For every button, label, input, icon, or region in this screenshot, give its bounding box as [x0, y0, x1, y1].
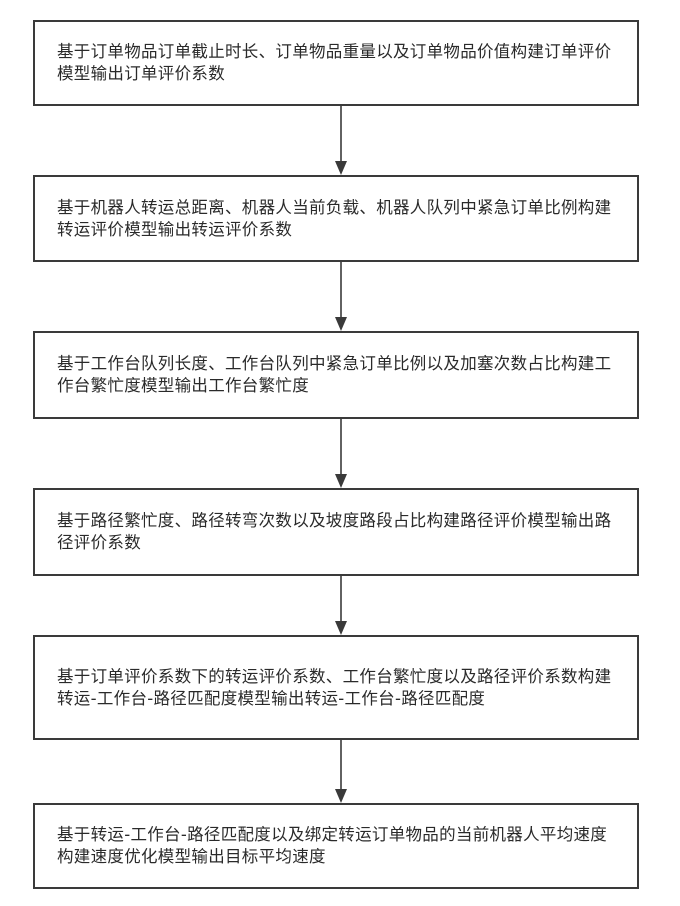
step-4-text: 基于路径繁忙度、路径转弯次数以及坡度路段占比构建路径评价模型输出路径评价系数 — [57, 510, 615, 554]
step-3-box: 基于工作台队列长度、工作台队列中紧急订单比例以及加塞次数占比构建工作台繁忙度模型… — [33, 331, 639, 419]
step-6-box: 基于转运-工作台-路径匹配度以及绑定转运订单物品的当前机器人平均速度构建速度优化… — [33, 803, 639, 889]
step-1-box: 基于订单物品订单截止时长、订单物品重量以及订单物品价值构建订单评价模型输出订单评… — [33, 20, 639, 106]
arrow-1-2-head — [335, 161, 347, 175]
arrow-3-4-head — [335, 474, 347, 488]
step-6-text: 基于转运-工作台-路径匹配度以及绑定转运订单物品的当前机器人平均速度构建速度优化… — [57, 824, 615, 868]
arrow-5-6-head — [335, 789, 347, 803]
arrow-4-5-head — [335, 621, 347, 635]
step-2-box: 基于机器人转运总距离、机器人当前负载、机器人队列中紧急订单比例构建转运评价模型输… — [33, 175, 639, 262]
arrow-2-3-head — [335, 317, 347, 331]
step-1-text: 基于订单物品订单截止时长、订单物品重量以及订单物品价值构建订单评价模型输出订单评… — [57, 41, 615, 85]
step-5-box: 基于订单评价系数下的转运评价系数、工作台繁忙度以及路径评价系数构建转运-工作台-… — [33, 635, 639, 740]
step-3-text: 基于工作台队列长度、工作台队列中紧急订单比例以及加塞次数占比构建工作台繁忙度模型… — [57, 353, 615, 397]
step-4-box: 基于路径繁忙度、路径转弯次数以及坡度路段占比构建路径评价模型输出路径评价系数 — [33, 488, 639, 576]
step-5-text: 基于订单评价系数下的转运评价系数、工作台繁忙度以及路径评价系数构建转运-工作台-… — [57, 666, 615, 710]
step-2-text: 基于机器人转运总距离、机器人当前负载、机器人队列中紧急订单比例构建转运评价模型输… — [57, 197, 615, 241]
